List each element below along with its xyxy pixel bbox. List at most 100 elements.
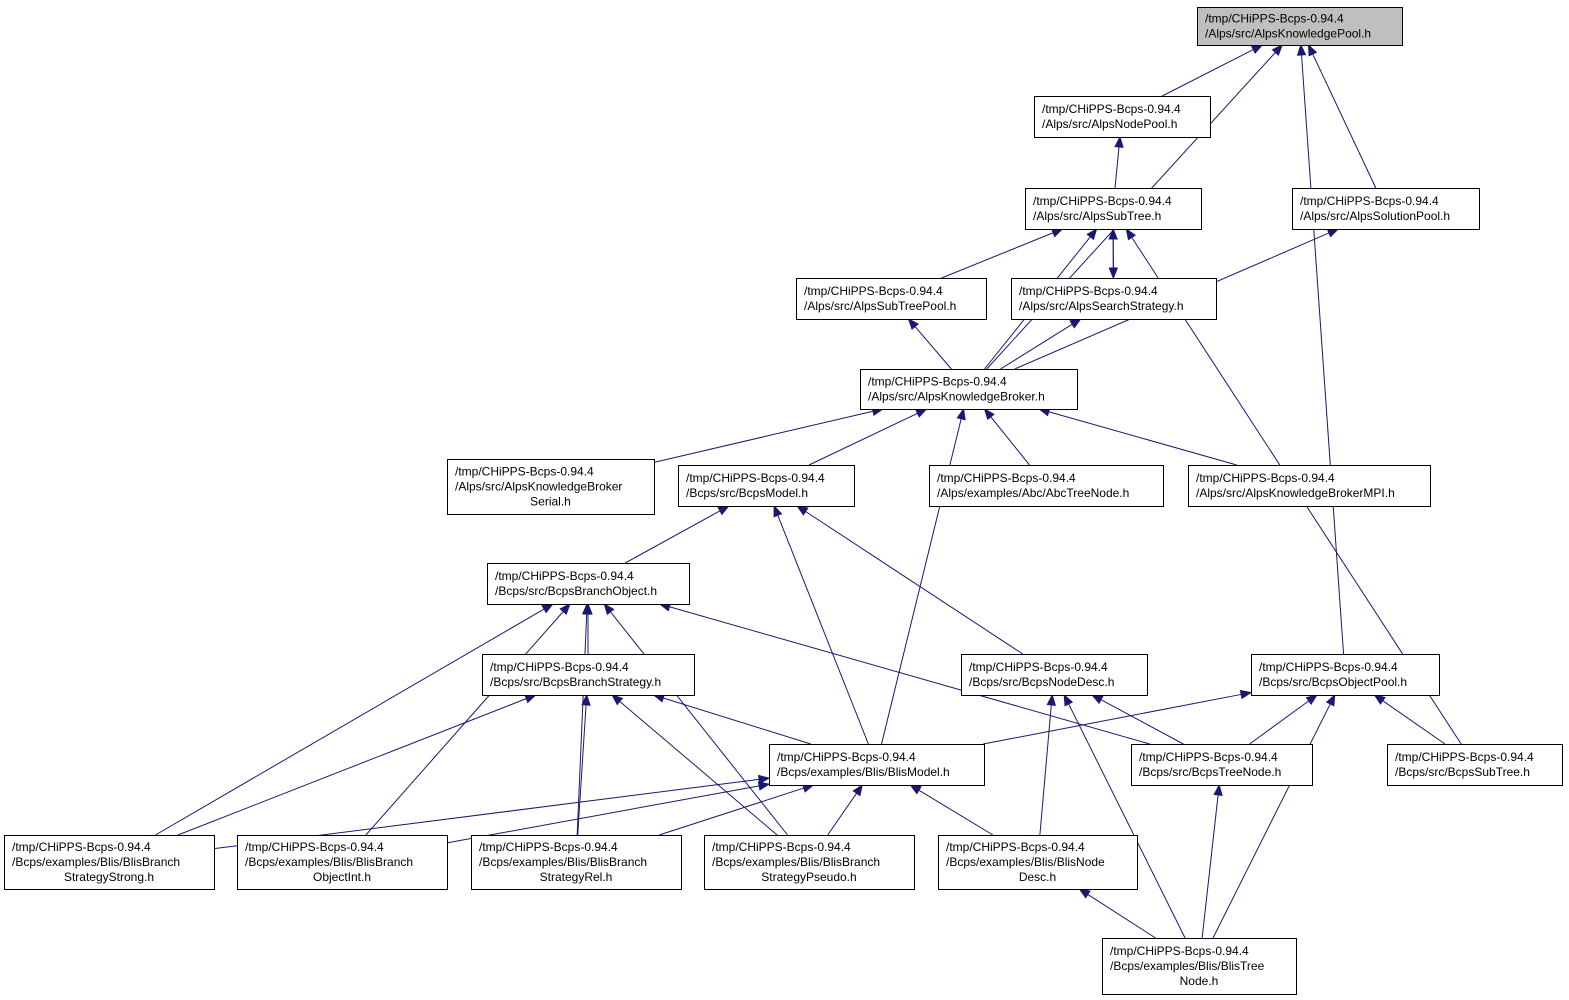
arrowhead bbox=[956, 407, 966, 421]
arrowhead bbox=[1373, 694, 1386, 705]
edge-line bbox=[1212, 703, 1331, 939]
edge-n9-includes-n7 bbox=[808, 408, 928, 466]
node-alpssubtreepool[interactable]: /tmp/CHiPPS-Bcps-0.94.4/Alps/src/AlpsSub… bbox=[796, 278, 987, 320]
edge-n24-includes-n23 bbox=[1078, 888, 1156, 939]
node-label-line: /tmp/CHiPPS-Bcps-0.94.4 bbox=[686, 471, 825, 485]
edge-n15-includes-n1 bbox=[1296, 43, 1345, 655]
node-alpsknowledgebrokerserial[interactable]: /tmp/CHiPPS-Bcps-0.94.4/Alps/src/AlpsKno… bbox=[447, 459, 655, 515]
node-alpsknowledgepool[interactable]: /tmp/CHiPPS-Bcps-0.94.4/Alps/src/AlpsKno… bbox=[1197, 7, 1403, 46]
edge-line bbox=[1161, 49, 1254, 97]
node-bcpsbranchstrategy[interactable]: /tmp/CHiPPS-Bcps-0.94.4/Bcps/src/BcpsBra… bbox=[482, 654, 695, 696]
node-box bbox=[1292, 188, 1480, 230]
arrowhead bbox=[757, 781, 771, 791]
arrowhead bbox=[581, 693, 591, 706]
edge-n16-includes-n13 bbox=[652, 693, 811, 745]
node-box bbox=[961, 654, 1148, 696]
edge-n20-includes-n12 bbox=[365, 602, 571, 836]
node-blisbranchstrategypseudo[interactable]: /tmp/CHiPPS-Bcps-0.94.4/Bcps/examples/Bl… bbox=[704, 835, 915, 890]
node-bcpsmodel[interactable]: /tmp/CHiPPS-Bcps-0.94.4/Bcps/src/BcpsMod… bbox=[678, 465, 855, 507]
edge-n17-includes-n15 bbox=[1249, 694, 1318, 745]
node-box bbox=[237, 835, 448, 890]
node-label-line: /Bcps/src/BcpsModel.h bbox=[686, 486, 808, 500]
edge-n24-includes-n15 bbox=[1212, 693, 1336, 939]
node-blistreenode[interactable]: /tmp/CHiPPS-Bcps-0.94.4/Bcps/examples/Bl… bbox=[1102, 938, 1297, 995]
node-box bbox=[1025, 188, 1202, 230]
edge-n7-includes-n5 bbox=[907, 317, 952, 370]
edge-line bbox=[155, 608, 545, 836]
node-label-line: /Alps/examples/Abc/AbcTreeNode.h bbox=[937, 486, 1129, 500]
arrowhead bbox=[909, 784, 922, 795]
node-abctreenode[interactable]: /tmp/CHiPPS-Bcps-0.94.4/Alps/examples/Ab… bbox=[929, 465, 1164, 507]
node-label-line: /tmp/CHiPPS-Bcps-0.94.4 bbox=[868, 375, 1007, 389]
node-label-line: /Bcps/examples/Blis/BlisBranch bbox=[712, 855, 880, 869]
arrowhead bbox=[757, 774, 771, 785]
node-blisbranchobjectint[interactable]: /tmp/CHiPPS-Bcps-0.94.4/Bcps/examples/Bl… bbox=[237, 835, 448, 890]
arrowhead bbox=[1069, 318, 1082, 329]
node-label-line: /tmp/CHiPPS-Bcps-0.94.4 bbox=[1395, 750, 1534, 764]
node-label-line: /Alps/src/AlpsSolutionPool.h bbox=[1300, 209, 1450, 223]
node-label-line: Serial.h bbox=[530, 495, 571, 509]
node-blisbranchstrategystrong[interactable]: /tmp/CHiPPS-Bcps-0.94.4/Bcps/examples/Bl… bbox=[4, 835, 215, 890]
node-blismodel[interactable]: /tmp/CHiPPS-Bcps-0.94.4/Bcps/examples/Bl… bbox=[769, 744, 985, 786]
edge-n8-includes-n7 bbox=[653, 406, 885, 463]
edge-n23-includes-n14 bbox=[1039, 693, 1056, 836]
node-label-line: /tmp/CHiPPS-Bcps-0.94.4 bbox=[1300, 194, 1439, 208]
arrowhead bbox=[907, 317, 919, 331]
arrowhead bbox=[1213, 783, 1223, 796]
edge-n3-includes-n6 bbox=[1108, 228, 1119, 280]
node-bcpsbranchobject[interactable]: /tmp/CHiPPS-Bcps-0.94.4/Bcps/src/BcpsBra… bbox=[487, 563, 690, 605]
node-alpsknowledgebroker[interactable]: /tmp/CHiPPS-Bcps-0.94.4/Alps/src/AlpsKno… bbox=[860, 369, 1078, 410]
node-label-line: /tmp/CHiPPS-Bcps-0.94.4 bbox=[1019, 284, 1158, 298]
node-label-line: /Bcps/examples/Blis/BlisModel.h bbox=[777, 765, 950, 779]
arrowhead bbox=[603, 602, 615, 616]
arrowhead bbox=[611, 694, 624, 706]
edge-n2-includes-n1 bbox=[1161, 44, 1264, 97]
edge-line bbox=[1048, 411, 1237, 466]
node-label-line: Node.h bbox=[1180, 974, 1219, 988]
node-alpssubtree[interactable]: /tmp/CHiPPS-Bcps-0.94.4/Alps/src/AlpsSub… bbox=[1025, 188, 1202, 230]
arrowhead bbox=[1050, 228, 1064, 238]
node-alpsnodepool[interactable]: /tmp/CHiPPS-Bcps-0.94.4/Alps/src/AlpsNod… bbox=[1034, 96, 1211, 138]
node-alpssolutionpool[interactable]: /tmp/CHiPPS-Bcps-0.94.4/Alps/src/AlpsSol… bbox=[1292, 188, 1480, 230]
node-bcpssubtree[interactable]: /tmp/CHiPPS-Bcps-0.94.4/Bcps/src/BcpsSub… bbox=[1387, 744, 1563, 786]
arrowhead bbox=[1296, 43, 1307, 56]
node-blisnodedesc[interactable]: /tmp/CHiPPS-Bcps-0.94.4/Bcps/examples/Bl… bbox=[938, 835, 1138, 890]
node-label-line: /tmp/CHiPPS-Bcps-0.94.4 bbox=[245, 840, 384, 854]
arrowhead bbox=[1046, 693, 1056, 706]
node-box bbox=[471, 835, 682, 890]
edge-n21-includes-n16 bbox=[659, 783, 815, 836]
edge-n7-includes-n6 bbox=[1000, 318, 1082, 370]
node-label-line: /tmp/CHiPPS-Bcps-0.94.4 bbox=[1042, 102, 1181, 116]
node-label-line: /Alps/src/AlpsSubTree.h bbox=[1033, 209, 1161, 223]
edge-line bbox=[941, 232, 1054, 279]
edge-line bbox=[1039, 704, 1052, 836]
node-box bbox=[1131, 744, 1313, 786]
edge-line bbox=[1000, 323, 1073, 370]
node-alpssearchstrategy[interactable]: /tmp/CHiPPS-Bcps-0.94.4/Alps/src/AlpsSea… bbox=[1011, 278, 1217, 320]
node-label-line: /Bcps/src/BcpsSubTree.h bbox=[1395, 765, 1530, 779]
node-label-line: /Bcps/src/BcpsBranchObject.h bbox=[495, 584, 657, 598]
node-label-line: /Alps/src/AlpsSubTreePool.h bbox=[804, 299, 956, 313]
edge-n14-includes-n9 bbox=[796, 505, 1024, 655]
node-label-line: /Bcps/src/BcpsNodeDesc.h bbox=[969, 675, 1114, 689]
node-blisbranchstrategyrel[interactable]: /tmp/CHiPPS-Bcps-0.94.4/Bcps/examples/Bl… bbox=[471, 835, 682, 890]
arrowhead bbox=[1307, 43, 1318, 57]
node-box bbox=[1011, 278, 1217, 320]
node-label-line: /Alps/src/AlpsKnowledgeBroker bbox=[455, 480, 622, 494]
arrowhead bbox=[1271, 44, 1284, 56]
edge-n22-includes-n13 bbox=[611, 694, 778, 836]
edge-line bbox=[983, 693, 1242, 745]
node-label-line: /tmp/CHiPPS-Bcps-0.94.4 bbox=[1196, 471, 1335, 485]
node-alpsknowledgebrokermpi[interactable]: /tmp/CHiPPS-Bcps-0.94.4/Alps/src/AlpsKno… bbox=[1188, 465, 1431, 507]
node-bcpsobjectpool[interactable]: /tmp/CHiPPS-Bcps-0.94.4/Bcps/src/BcpsObj… bbox=[1251, 654, 1440, 696]
node-box bbox=[796, 278, 987, 320]
node-box bbox=[482, 654, 695, 696]
node-box bbox=[1034, 96, 1211, 138]
node-bcpstreenode[interactable]: /tmp/CHiPPS-Bcps-0.94.4/Bcps/src/BcpsTre… bbox=[1131, 744, 1313, 786]
node-box bbox=[1197, 7, 1403, 46]
node-label-line: /tmp/CHiPPS-Bcps-0.94.4 bbox=[946, 840, 1085, 854]
edge-n24-includes-n17 bbox=[1201, 783, 1223, 939]
node-bcpsnodedesc[interactable]: /tmp/CHiPPS-Bcps-0.94.4/Bcps/src/BcpsNod… bbox=[961, 654, 1148, 696]
arrowhead bbox=[1063, 693, 1074, 707]
arrowhead bbox=[1305, 694, 1318, 706]
